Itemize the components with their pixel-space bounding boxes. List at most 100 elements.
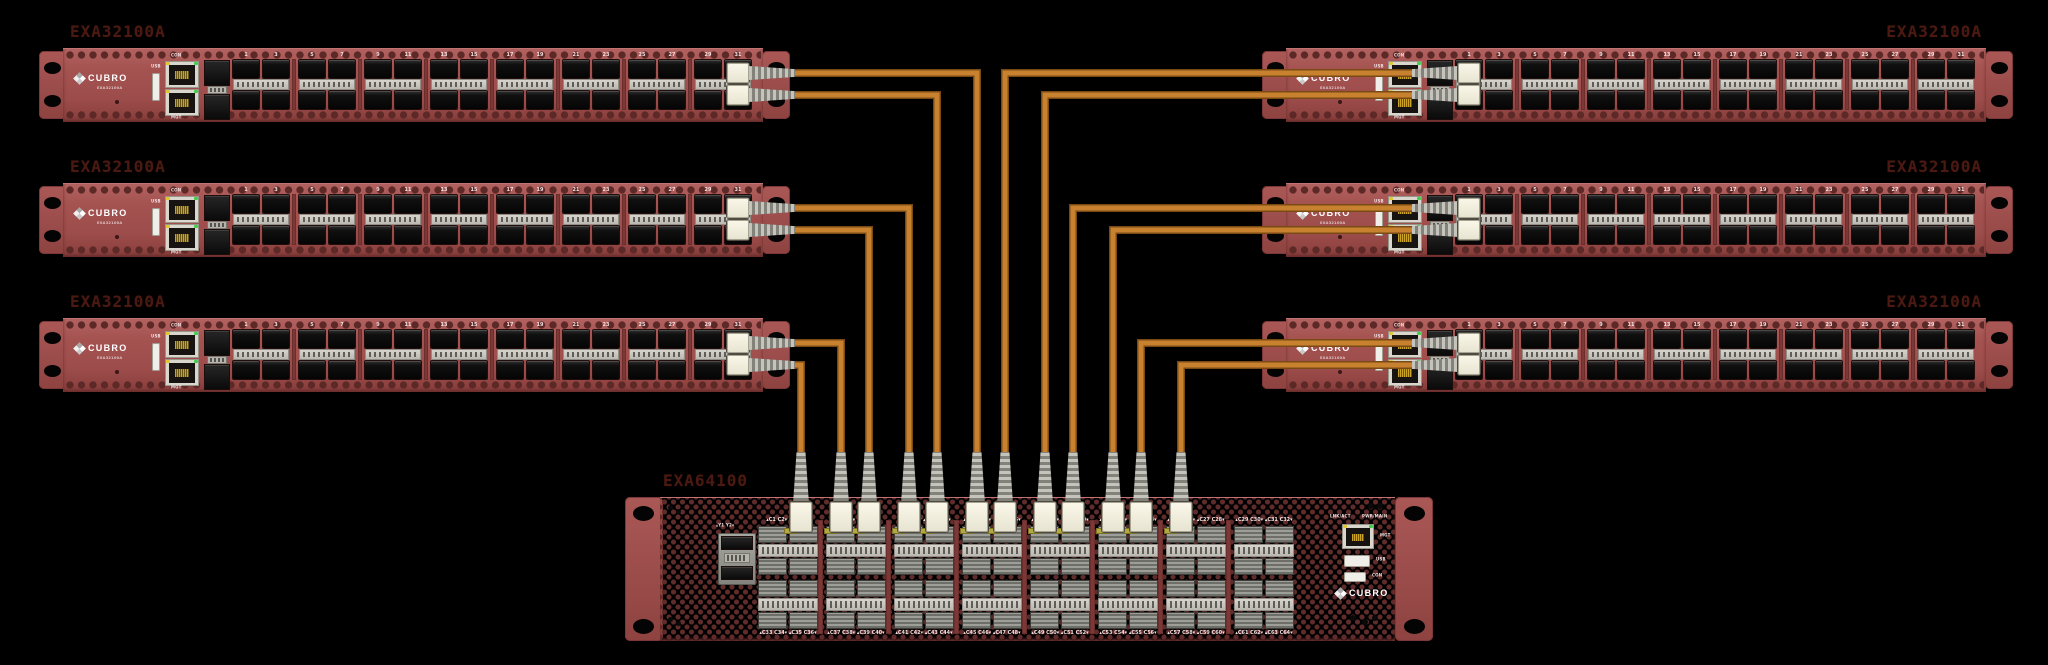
qsfp-cage <box>1588 361 1614 379</box>
port-cage <box>758 612 787 629</box>
qsfp-cage <box>593 226 619 244</box>
cable-connector-body <box>1170 502 1192 532</box>
usb-port <box>1344 555 1370 567</box>
port-cage <box>1265 526 1294 543</box>
port-cage <box>1098 612 1127 629</box>
patch-cable-right-2-upper <box>1070 205 1414 458</box>
group-separator <box>293 330 295 379</box>
port-label-strip <box>497 214 553 225</box>
qsfp-cage <box>1618 330 1644 348</box>
qsfp-cage <box>395 91 421 109</box>
port-number: 25 <box>1861 52 1869 58</box>
group-separator <box>557 195 559 244</box>
qsfp-cage <box>1720 60 1746 78</box>
qsfp-cage <box>329 195 355 213</box>
port-number: 15 <box>470 322 478 328</box>
qsfp-cage <box>299 330 325 348</box>
port-label-strip <box>1852 349 1908 360</box>
port-number: 15 <box>470 187 478 193</box>
port-number: 25 <box>638 52 646 58</box>
brand-text: CUBRO <box>1311 73 1351 83</box>
port-number: 27 <box>1891 187 1899 193</box>
perforation <box>1288 320 1984 330</box>
port-label-strip <box>1654 214 1710 225</box>
port-number: 27 <box>668 322 676 328</box>
qsfp-cage <box>629 226 655 244</box>
screw <box>1338 100 1342 104</box>
group-separator <box>1780 330 1782 379</box>
port-label-strip <box>1456 349 1512 360</box>
cable-connector-body <box>926 502 948 532</box>
qsfp-cage <box>263 330 289 348</box>
port-number: 23 <box>602 52 610 58</box>
qsfp-cage <box>1750 60 1776 78</box>
port-label-strip <box>1588 79 1644 90</box>
usb-label: USB <box>1374 334 1384 339</box>
port-number: 5 <box>1533 187 1537 193</box>
cable-strain-relief <box>1412 336 1458 350</box>
qsfp-cage <box>1882 195 1908 213</box>
port-number: 15 <box>1693 322 1701 328</box>
qsfp-cage <box>1486 330 1512 348</box>
mounting-ear <box>625 497 663 641</box>
vent-dot <box>668 505 673 510</box>
port-number: 13 <box>1663 322 1671 328</box>
group-separator <box>1648 195 1650 244</box>
port-number: 29 <box>704 322 712 328</box>
led-green <box>194 225 198 228</box>
aux-port <box>722 537 752 549</box>
device-label-left-3: EXA32100A <box>70 292 166 311</box>
perforation <box>65 110 761 120</box>
port-cage <box>894 612 923 629</box>
qsfp-cage <box>299 60 325 78</box>
port-cage <box>826 558 855 575</box>
port-cage <box>826 612 855 629</box>
mounting-ear <box>762 51 790 119</box>
port-labels: ▴C5 C6▾ ▴C7 C8▾ <box>834 517 878 523</box>
port-labels: ▴C9 C10▾ ▴C11 C12▾ <box>897 517 951 523</box>
sfp-port <box>205 95 229 119</box>
port-number: 27 <box>1891 52 1899 58</box>
qsfp-cage <box>593 330 619 348</box>
port-number: 13 <box>1663 187 1671 193</box>
qsfp-cage <box>1816 330 1842 348</box>
port-number: 1 <box>1467 52 1471 58</box>
qsfp-cage <box>1588 60 1614 78</box>
qsfp-cage <box>1552 91 1578 109</box>
ear-hole <box>633 619 654 634</box>
port-label-strip <box>1522 79 1578 90</box>
port-cage <box>1234 526 1263 543</box>
led-yellow <box>166 197 170 200</box>
vent-dot <box>668 617 673 622</box>
group-separator <box>623 195 625 244</box>
rj45-port-mgt <box>165 359 199 386</box>
led-green <box>194 62 198 65</box>
port-cage <box>789 580 818 597</box>
cable-strain-relief <box>997 452 1013 504</box>
qsfp-port-group: 13 15 <box>1652 318 1712 392</box>
port-label-strip <box>1654 349 1710 360</box>
qsfp-cage <box>527 60 553 78</box>
vent-dot <box>676 509 681 514</box>
port-label-strip <box>233 214 289 225</box>
qsfp-cage <box>1918 91 1944 109</box>
port-cage <box>1265 558 1294 575</box>
group-separator <box>689 330 691 379</box>
led-yellow <box>1389 62 1393 65</box>
ear-hole <box>633 506 654 521</box>
qsfp-cage <box>1786 91 1812 109</box>
port-cage <box>1030 612 1059 629</box>
qsfp-cage <box>527 195 553 213</box>
qsfp-cage <box>1618 226 1644 244</box>
qsfp-cage <box>1552 226 1578 244</box>
port-label-strip <box>563 79 619 90</box>
